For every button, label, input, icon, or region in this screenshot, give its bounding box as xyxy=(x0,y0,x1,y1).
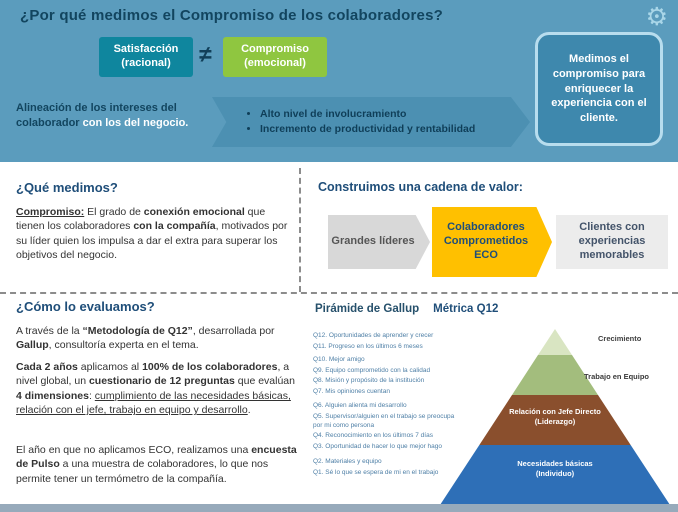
pyramid-heading-gallup: Pirámide de Gallup xyxy=(315,303,420,315)
question-group-basic: Q2. Materiales y equipo Q1. Sé lo que se… xyxy=(313,457,455,478)
horizontal-divider xyxy=(0,292,678,294)
pyramid-label-growth: Crecimiento xyxy=(598,334,642,343)
how-text: , consultoría experta en el tema. xyxy=(48,339,199,352)
benefit-item-productivity: Incremento de productividad y rentabilid… xyxy=(260,122,475,137)
pyramid-heading-metric: Métrica Q12 xyxy=(433,303,499,315)
question-group-leader: Q6. Alguien alienta mi desarrollo Q5. Su… xyxy=(313,401,455,452)
how-bold-gallup: Gallup xyxy=(16,339,49,352)
vertical-divider xyxy=(299,168,301,292)
pyramid-question: Q7. Mis opiniones cuentan xyxy=(313,387,390,395)
how-text: , a nivel global, un xyxy=(16,361,290,388)
how-text: El año en que no aplicamos ECO, realizam… xyxy=(16,444,252,456)
commitment-box: Compromiso (emocional) xyxy=(223,37,327,77)
how-paragraph-1: A través de la “Metodología de Q12”, des… xyxy=(16,324,302,353)
how-bold-questionnaire: cuestionario de 12 preguntas xyxy=(88,375,235,388)
how-paragraph-2: Cada 2 años aplicamos al 100% de los col… xyxy=(16,360,302,418)
pyramid-question: Q2. Materiales y equipo xyxy=(313,458,382,465)
alignment-text-dark: Alineación de los intereses del colabora… xyxy=(16,102,177,129)
how-text: A través de la xyxy=(16,325,83,337)
pyramid-question: Q12. Oportunidades de aprender y crecer xyxy=(313,332,434,339)
pyramid-band-basic xyxy=(440,444,670,505)
pyramid-label-basic-sub: (Individuo) xyxy=(535,469,575,479)
commitment-label: Compromiso xyxy=(241,43,309,56)
what-heading: ¿Qué medimos? xyxy=(16,180,118,195)
benefits-list: Alto nivel de involucramiento Incremento… xyxy=(212,107,475,137)
what-text: , motivados por su líder quien los impul… xyxy=(16,220,288,262)
how-text: que evalúan xyxy=(234,375,295,388)
pyramid-question: Q4. Reconocimiento en los últimos 7 días xyxy=(313,432,433,440)
commitment-sublabel: (emocional) xyxy=(244,57,306,69)
pyramid-heading: Pirámide de Gallup Métrica Q12 xyxy=(315,303,498,315)
satisfaction-box: Satisfacción (racional) xyxy=(99,37,193,77)
question-group-team: Q10. Mejor amigo Q9. Equipo comprometido… xyxy=(313,355,455,397)
gallup-pyramid xyxy=(440,329,670,505)
question-group-growth: Q12. Oportunidades de aprender y crecer … xyxy=(313,331,455,352)
commitment-term: Compromiso: xyxy=(16,206,85,218)
how-bold-pulse: encuesta de Pulso xyxy=(16,444,297,471)
pyramid-label-team: Trabajo en Equipo xyxy=(584,372,650,381)
how-text: . xyxy=(247,404,251,417)
gear-icon: ⚙ xyxy=(645,3,668,31)
alignment-text-highlight: con los del xyxy=(82,116,144,129)
page-title: ¿Por qué medimos el Compromiso de los co… xyxy=(20,7,443,24)
header-banner: ¿Por qué medimos el Compromiso de los co… xyxy=(0,0,678,162)
how-bold-q12: “Metodología de Q12” xyxy=(82,325,193,337)
satisfaction-sublabel: (racional) xyxy=(121,57,171,69)
pyramid-question: Q9. Equipo comprometido con la calidad xyxy=(313,366,431,374)
benefits-arrow: Alto nivel de involucramiento Incremento… xyxy=(212,97,530,147)
what-bold-emotional: conexión emocional xyxy=(143,206,245,218)
how-text: aplicamos al xyxy=(77,361,143,373)
benefit-item-involvement: Alto nivel de involucramiento xyxy=(260,107,475,122)
what-text: El grado de xyxy=(84,206,144,218)
what-bold-company: con la compañía xyxy=(133,220,216,233)
alignment-text-highlight-2: negocio. xyxy=(143,116,189,129)
chain-step-leaders: Grandes líderes xyxy=(328,215,430,269)
how-bold-years: Cada 2 años xyxy=(16,361,78,373)
how-bold-100pct: 100% de los colaboradores xyxy=(142,361,278,373)
pyramid-label-basic: Necesidades básicas(Individuo) xyxy=(475,459,635,479)
pyramid-question: Q3. Oportunidad de hacer lo que mejor ha… xyxy=(313,442,443,450)
how-heading: ¿Cómo lo evaluamos? xyxy=(16,299,155,314)
what-text: que tienen los colaboradores xyxy=(16,206,266,233)
pyramid-question: Q8. Misión y propósito de la institución xyxy=(313,377,425,385)
pyramid-label-leader: Relación con Jefe Directo(Liderazgo) xyxy=(475,407,635,427)
chain-heading: Construimos una cadena de valor: xyxy=(318,180,523,194)
alignment-statement: Alineación de los intereses del colabora… xyxy=(16,101,216,130)
how-text: a una muestra de colaboradores, lo que n… xyxy=(16,458,269,485)
what-paragraph: Compromiso: El grado de conexión emocion… xyxy=(16,205,288,263)
pyramid-label-leader-main: Relación con Jefe Directo xyxy=(509,407,601,416)
chain-step-eco: Colaboradores Comprometidos ECO xyxy=(432,207,552,277)
how-paragraph-3: El año en que no aplicamos ECO, realizam… xyxy=(16,443,302,486)
not-equal-symbol: ≠ xyxy=(199,41,212,67)
how-text: : xyxy=(88,389,95,402)
pyramid-label-leader-sub: (Liderazgo) xyxy=(534,417,576,427)
how-bold-dimensions: 4 dimensiones xyxy=(16,389,89,402)
how-text: , desarrollada por xyxy=(192,325,275,337)
footer-bar xyxy=(0,504,678,512)
pyramid-question: Q5. Supervisor/alguien en el trabajo se … xyxy=(313,412,455,429)
pyramid-question: Q6. Alguien alienta mi desarrollo xyxy=(313,402,407,409)
how-underlined-dimensions: cumplimiento de las necesidades básicas,… xyxy=(16,389,291,417)
client-experience-callout: Medimos el compromiso para enriquecer la… xyxy=(535,32,663,146)
pyramid-question: Q11. Progreso en los últimos 6 meses xyxy=(313,342,423,350)
chain-step-clients: Clientes con experiencias memorables xyxy=(556,215,668,269)
satisfaction-label: Satisfacción xyxy=(113,43,179,56)
pyramid-label-basic-main: Necesidades básicas xyxy=(517,459,593,468)
pyramid-question: Q1. Sé lo que se espera de mi en el trab… xyxy=(313,468,439,476)
pyramid-question: Q10. Mejor amigo xyxy=(313,356,365,363)
